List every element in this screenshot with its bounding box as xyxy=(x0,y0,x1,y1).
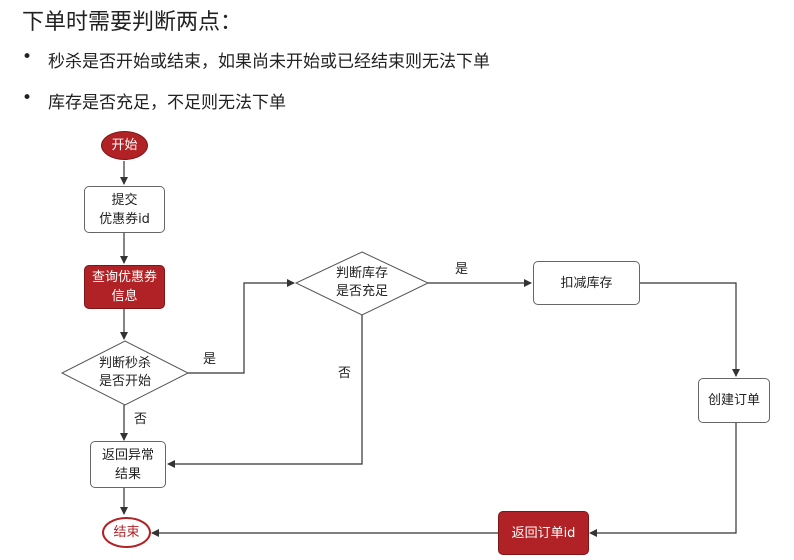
node-start: 开始 xyxy=(101,131,148,160)
node-check-stock-label: 判断库存 是否充足 xyxy=(335,266,388,299)
edge-create-return-order xyxy=(589,423,737,537)
node-return-error: 返回异常 结果 xyxy=(90,441,166,488)
node-deduct-stock: 扣减库存 xyxy=(533,261,640,305)
bullet-item-time: • 秒杀是否开始或结束，如果尚未开始或已经结束则无法下单 xyxy=(22,47,490,72)
node-create-order: 创建订单 xyxy=(698,378,770,423)
edge-check-stock-no xyxy=(167,315,363,468)
node-submit: 提交 优惠券id xyxy=(84,186,165,233)
node-query-coupon: 查询优惠券 信息 xyxy=(84,265,165,309)
label-check-time-no: 否 xyxy=(134,412,148,427)
edge-deduct-create xyxy=(640,282,740,377)
node-return-order-id: 返回订单id xyxy=(498,511,589,555)
label-check-stock-yes: 是 xyxy=(455,262,469,277)
node-check-time-label: 判断秒杀 是否开始 xyxy=(98,356,151,389)
edge-check-time-yes xyxy=(188,279,295,374)
label-check-time-yes: 是 xyxy=(203,352,217,367)
diamond-check-time xyxy=(60,340,190,406)
node-end: 结束 xyxy=(102,517,151,548)
page-heading: 下单时需要判断两点： xyxy=(22,10,243,35)
bullet-text: 秒杀是否开始或结束，如果尚未开始或已经结束则无法下单 xyxy=(48,52,490,72)
label-check-stock-no: 否 xyxy=(338,366,352,381)
bullet-item-stock: • 库存是否充足，不足则无法下单 xyxy=(22,88,286,113)
bullet-dot: • xyxy=(22,47,33,67)
bullet-text: 库存是否充足，不足则无法下单 xyxy=(48,93,286,113)
bullet-dot: • xyxy=(22,88,33,108)
